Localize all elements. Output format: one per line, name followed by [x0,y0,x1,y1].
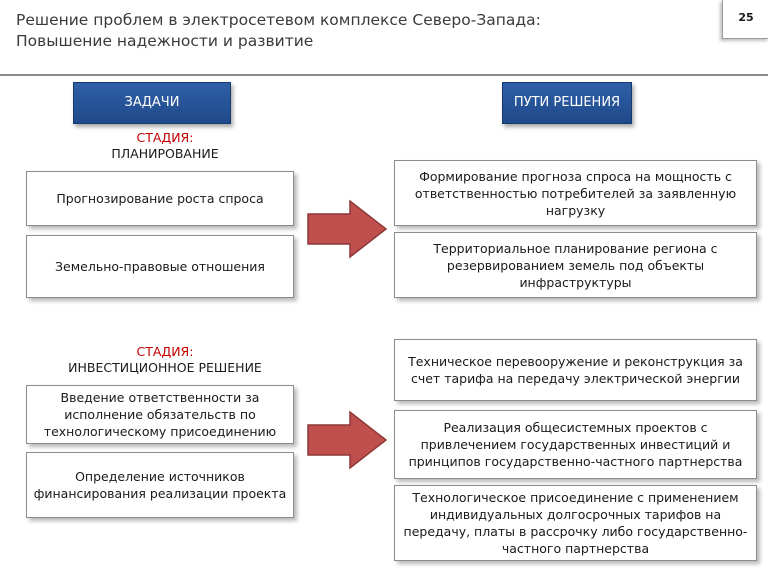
solution-system-projects: Реализация общесистемных проектов с прив… [394,410,757,479]
solution-demand-forecast: Формирование прогноза спроса на мощность… [394,160,757,226]
stage-name: ПЛАНИРОВАНИЕ [111,146,219,161]
page-number: 25 [722,0,768,39]
solution-technical-reequipment: Техническое перевооружение и реконструкц… [394,339,757,401]
stage-label: СТАДИЯ: [136,130,194,145]
solution-technological-connection: Технологическое присоединение с применен… [394,485,757,561]
slide-title: Решение проблем в электросетевом комплек… [16,11,541,50]
stage-label: СТАДИЯ: [136,344,194,359]
stage-name: ИНВЕСТИЦИОННОЕ РЕШЕНИЕ [68,360,262,375]
task-land-relations: Земельно-правовые отношения [26,235,294,298]
solutions-button[interactable]: ПУТИ РЕШЕНИЯ [502,82,632,124]
arrow-right-icon [307,410,388,470]
tasks-button[interactable]: ЗАДАЧИ [73,82,231,124]
task-demand-forecast: Прогнозирование роста спроса [26,171,294,226]
task-financing-sources: Определение источников финансирования ре… [26,452,294,518]
stage-planning-label: СТАДИЯ: ПЛАНИРОВАНИЕ [40,130,290,162]
arrow-right-icon [307,199,388,259]
solution-territorial-planning: Территориальное планирование региона с р… [394,232,757,298]
task-connection-obligations: Введение ответственности за исполнение о… [26,385,294,444]
slide-header: Решение проблем в электросетевом комплек… [0,0,768,76]
stage-investment-label: СТАДИЯ: ИНВЕСТИЦИОННОЕ РЕШЕНИЕ [40,344,290,376]
